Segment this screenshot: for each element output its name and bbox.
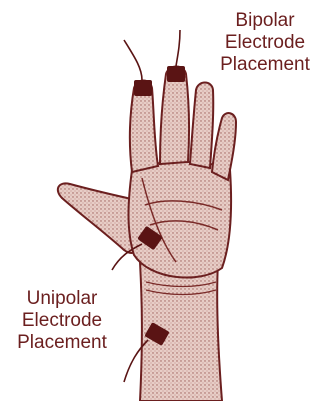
bipolar-label-line: Bipolar [213, 10, 317, 32]
little-finger [212, 113, 236, 180]
bipolar-electrode-middle [167, 66, 185, 82]
bipolar-lead-wire [124, 40, 142, 80]
bipolar-label-line: Placement [213, 54, 317, 76]
unipolar-label-line: Unipolar [10, 288, 114, 310]
unipolar-label-line: Electrode [10, 310, 114, 332]
unipolar-label: Unipolar Electrode Placement [10, 288, 114, 354]
ring-finger [190, 83, 213, 169]
bipolar-label: Bipolar Electrode Placement [213, 10, 317, 76]
bipolar-lead-wire [176, 30, 180, 66]
bipolar-label-line: Electrode [213, 32, 317, 54]
unipolar-label-line: Placement [10, 332, 114, 354]
bipolar-electrode-index [134, 80, 152, 96]
palm [129, 162, 232, 278]
